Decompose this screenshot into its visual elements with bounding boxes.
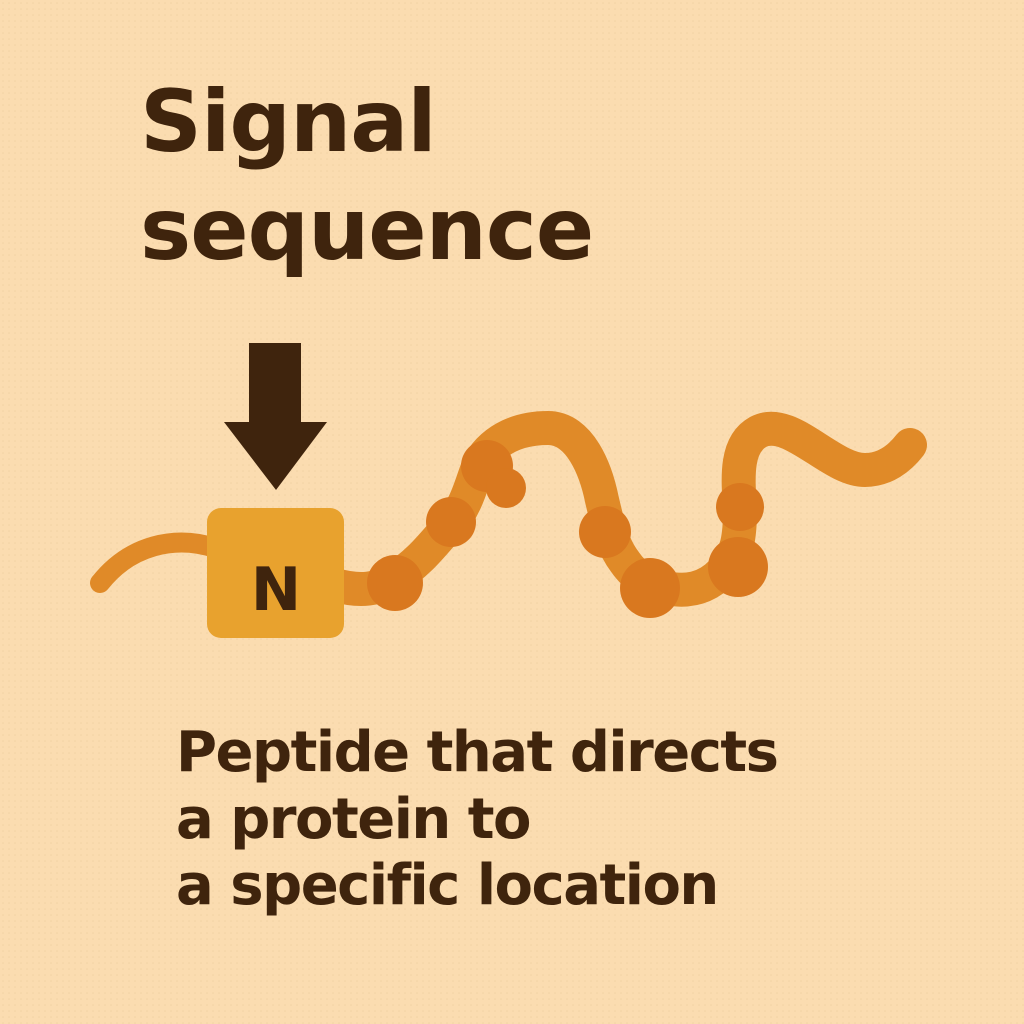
title: Signal sequence <box>140 68 840 285</box>
n-terminus-box <box>207 508 344 638</box>
n-terminus: N <box>207 508 344 638</box>
amino-acid-beads <box>367 440 768 618</box>
title-line-1: Signal <box>140 72 437 172</box>
amino-acid-bead <box>716 483 764 531</box>
title-line-2: sequence <box>140 180 594 281</box>
caption-line-3: a specific location <box>176 853 719 919</box>
caption-line-2: a protein to <box>176 786 532 852</box>
amino-acid-bead <box>486 468 526 508</box>
arrow-down-icon <box>224 343 327 490</box>
n-terminal-tail <box>90 532 225 593</box>
amino-acid-bead <box>579 506 631 558</box>
n-terminus-label: N <box>251 555 301 625</box>
caption: Peptide that directs a protein to a spec… <box>176 720 936 920</box>
amino-acid-bead <box>708 537 768 597</box>
amino-acid-bead <box>426 497 476 547</box>
caption-line-1: Peptide that directs <box>176 720 779 785</box>
peptide-chain <box>318 411 927 607</box>
amino-acid-bead <box>367 555 423 611</box>
amino-acid-bead <box>620 558 680 618</box>
